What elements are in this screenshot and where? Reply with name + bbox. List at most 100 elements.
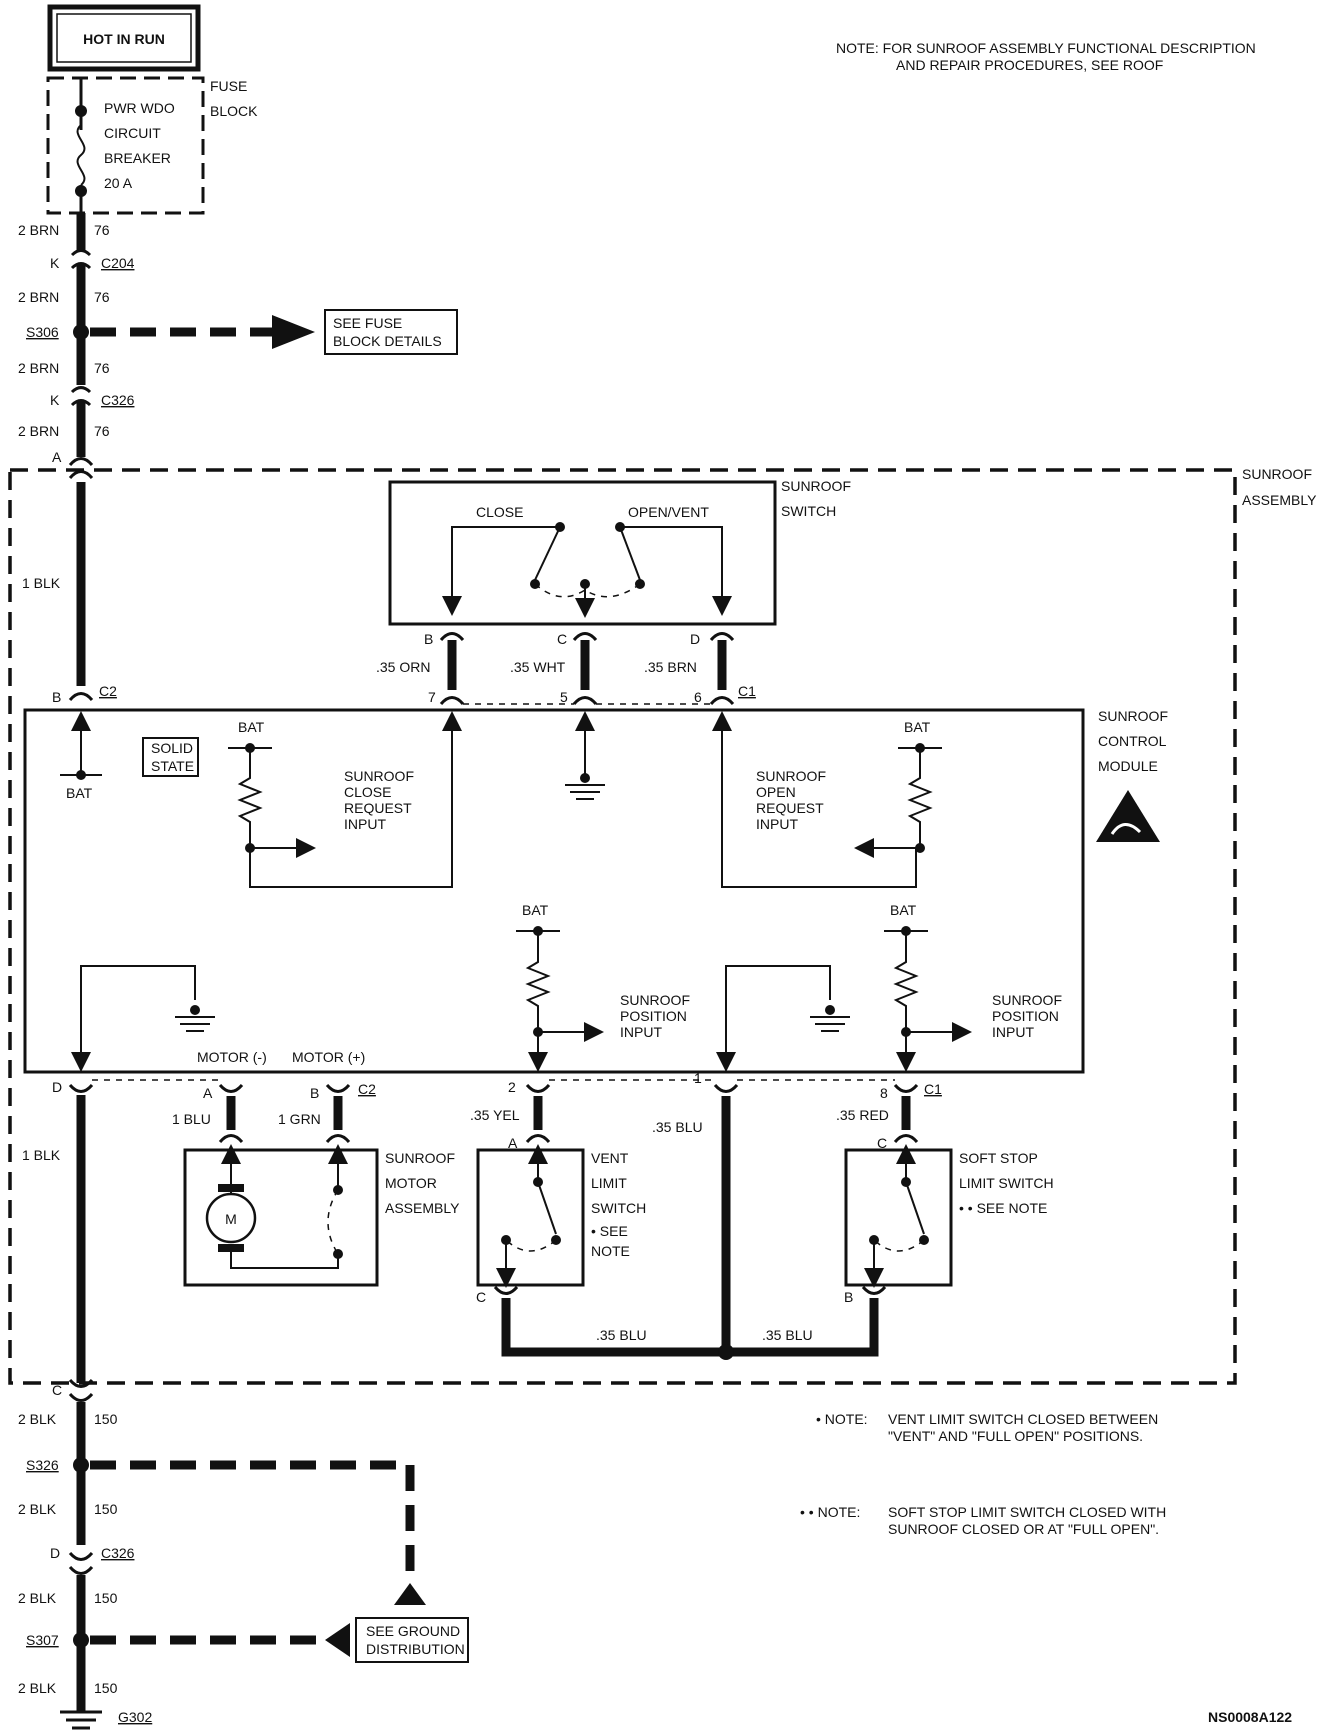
splice-center-dot	[718, 1344, 734, 1360]
position-input-2-line-1: SUNROOF	[992, 992, 1062, 1008]
breaker-label-1: PWR WDO	[104, 100, 175, 116]
c1-label-top: C1	[738, 683, 756, 699]
sunroof-assembly-label-2: ASSEMBLY	[1242, 492, 1317, 508]
motor-m-label: M	[225, 1211, 237, 1227]
solid-state-line-2: STATE	[151, 758, 194, 774]
position-input-1-line-2: POSITION	[620, 1008, 687, 1024]
note-vent-marker: • NOTE:	[816, 1411, 868, 1427]
wire-1-grn: 1 GRN	[278, 1111, 321, 1127]
close-request-4: INPUT	[344, 816, 386, 832]
sunroof-switch: SUNROOF SWITCH CLOSE OPEN/VENT	[388, 478, 851, 626]
note-soft-line-1: SOFT STOP LIMIT SWITCH CLOSED WITH	[888, 1504, 1166, 1520]
breaker-label-2: CIRCUIT	[104, 125, 161, 141]
module-label-1: SUNROOF	[1098, 708, 1168, 724]
motor-pos-label: MOTOR (+)	[292, 1049, 365, 1065]
connector-c326: C326	[101, 392, 135, 408]
vent-switch-label-4: • SEE	[591, 1223, 628, 1239]
wire-35-blu-center: .35 BLU	[652, 1119, 703, 1135]
splice-s307-dot	[73, 1632, 89, 1648]
solid-state-line-1: SOLID	[151, 740, 193, 756]
fuse-block-label-2: BLOCK	[210, 103, 258, 119]
fuse-block: FUSE BLOCK PWR WDO CIRCUIT BREAKER 20 A	[46, 76, 258, 215]
open-request-1: SUNROOF	[756, 768, 826, 784]
breaker-label-3: BREAKER	[104, 150, 171, 166]
wire-size-3: 2 BRN	[18, 360, 59, 376]
pin-a-label: A	[52, 449, 62, 465]
wire-35-orn: .35 ORN	[376, 659, 430, 675]
note-vent-line-2: "VENT" AND "FULL OPEN" POSITIONS.	[888, 1428, 1143, 1444]
breaker-terminal-top	[75, 105, 87, 117]
motor-symbol	[205, 1192, 257, 1244]
see-ground-line-2: DISTRIBUTION	[366, 1641, 465, 1657]
wire-35-yel: .35 YEL	[470, 1107, 520, 1123]
hot-in-run-box: HOT IN RUN	[47, 4, 201, 72]
splice-s307: S307	[26, 1632, 59, 1648]
connector-c326-bottom-pin: D	[50, 1545, 60, 1561]
wire-35-red: .35 RED	[836, 1107, 889, 1123]
wire-size-7: 2 BLK	[18, 1590, 57, 1606]
vent-limit-switch: VENT LIMIT SWITCH • SEE NOTE	[476, 1096, 646, 1295]
module-bottom-connectors	[68, 1079, 919, 1093]
top-note-line-1: NOTE: FOR SUNROOF ASSEMBLY FUNCTIONAL DE…	[836, 40, 1256, 56]
ground-circuit-150	[60, 1378, 102, 1730]
hot-in-run-label: HOT IN RUN	[83, 31, 165, 47]
circuit-6: 150	[94, 1501, 118, 1517]
wire-size-6: 2 BLK	[18, 1501, 57, 1517]
wire-1-blu: 1 BLU	[172, 1111, 211, 1127]
c1-pin-1: 1	[694, 1070, 702, 1086]
splice-s306-dot	[73, 324, 89, 340]
open-request-2: OPEN	[756, 784, 796, 800]
fuse-block-label-1: FUSE	[210, 78, 247, 94]
c1-pin-8: 8	[880, 1085, 888, 1101]
c2-pin-a: A	[203, 1085, 213, 1101]
motor-label-3: ASSEMBLY	[385, 1200, 460, 1216]
circuit-8: 150	[94, 1680, 118, 1696]
connector-c326-pin: K	[50, 392, 60, 408]
soft-stop-label-1: SOFT STOP	[959, 1150, 1038, 1166]
note-vent-line-1: VENT LIMIT SWITCH CLOSED BETWEEN	[888, 1411, 1158, 1427]
note-soft-marker: • • NOTE:	[800, 1504, 860, 1520]
module-label-2: CONTROL	[1098, 733, 1167, 749]
soft-pin-b: B	[844, 1289, 853, 1305]
connector-c204-pin: K	[50, 255, 60, 271]
connector-c204: C204	[101, 255, 135, 271]
switch-pin-d: D	[690, 631, 700, 647]
vent-switch-label-3: SWITCH	[591, 1200, 646, 1216]
bat-label-open: BAT	[904, 719, 931, 735]
c2-label-bottom: C2	[358, 1081, 376, 1097]
feed-circuit-76	[68, 213, 94, 480]
see-fuse-block-line-2: BLOCK DETAILS	[333, 333, 442, 349]
position-input-1-line-1: SUNROOF	[620, 992, 690, 1008]
esd-warning-icon	[1096, 790, 1160, 842]
wire-size-4: 2 BRN	[18, 423, 59, 439]
sunroof-switch-label-2: SWITCH	[781, 503, 836, 519]
splice-s306: S306	[26, 324, 59, 340]
sunroof-control-module: SUNROOF CONTROL MODULE SOLID STATE BAT B…	[23, 708, 1168, 1074]
pin-c-bottom: C	[52, 1382, 62, 1398]
vent-switch-label-5: NOTE	[591, 1243, 630, 1259]
c1-pin-7: 7	[428, 689, 436, 705]
close-request-3: REQUEST	[344, 800, 412, 816]
wire-size-1: 2 BRN	[18, 222, 59, 238]
vent-switch-label-2: LIMIT	[591, 1175, 627, 1191]
note-soft-line-2: SUNROOF CLOSED OR AT "FULL OPEN".	[888, 1521, 1159, 1537]
breaker-label-4: 20 A	[104, 175, 133, 191]
wire-size-2: 2 BRN	[18, 289, 59, 305]
bat-label-left: BAT	[66, 785, 93, 801]
sunroof-assembly-outline	[8, 468, 1237, 1385]
motor-label-2: MOTOR	[385, 1175, 437, 1191]
wire-1-blk-bottom: 1 BLK	[22, 1147, 61, 1163]
sunroof-assembly-label-1: SUNROOF	[1242, 466, 1312, 482]
c2-pin-b: B	[52, 689, 61, 705]
arrow-to-fuse-details-icon	[272, 315, 315, 349]
wire-size-5: 2 BLK	[18, 1411, 57, 1427]
vent-pin-c: C	[476, 1289, 486, 1305]
switch-open-vent-label: OPEN/VENT	[628, 504, 709, 520]
c1-pin-2: 2	[508, 1079, 516, 1095]
module-label-3: MODULE	[1098, 758, 1158, 774]
bat-label-pos1: BAT	[522, 902, 549, 918]
wire-35-wht: .35 WHT	[510, 659, 566, 675]
connector-c326-bottom: C326	[101, 1545, 135, 1561]
see-ground-distribution-box: SEE GROUND DISTRIBUTION	[355, 1617, 469, 1663]
